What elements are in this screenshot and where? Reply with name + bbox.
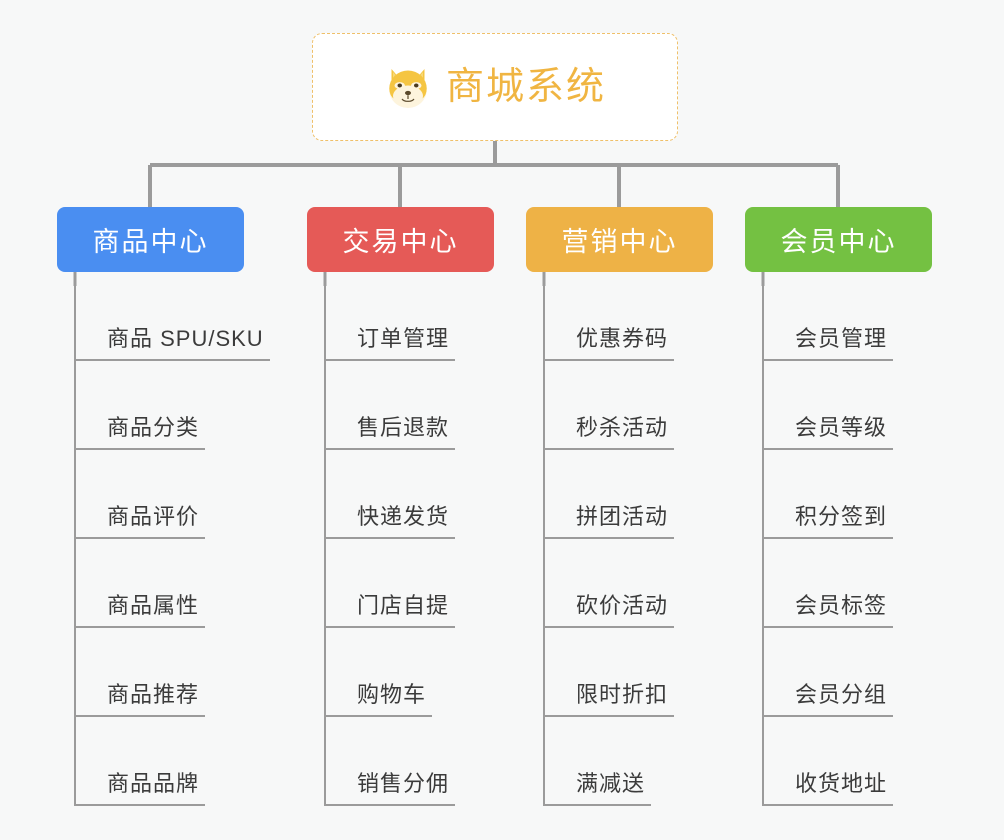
list-item[interactable]: 售后退款 (326, 361, 456, 450)
list-item[interactable]: 订单管理 (326, 272, 456, 361)
leaf-label: 商品评价 (76, 503, 206, 539)
leaf-label: 商品 SPU/SKU (76, 325, 270, 361)
leaf-label: 满减送 (545, 770, 652, 806)
list-item[interactable]: 限时折扣 (545, 628, 675, 717)
root-node[interactable]: 商城系统 (312, 33, 678, 141)
shiba-dog-icon (389, 69, 427, 108)
leaf-label: 拼团活动 (545, 503, 675, 539)
leaf-label: 积分签到 (764, 503, 894, 539)
leaf-label: 优惠券码 (545, 325, 675, 361)
leaf-list-marketing-center: 优惠券码 秒杀活动 拼团活动 砍价活动 限时折扣 满减送 (543, 272, 675, 806)
category-box-member-center[interactable]: 会员中心 (745, 207, 932, 272)
category-label: 商品中心 (92, 227, 209, 257)
leaf-list-product-center: 商品 SPU/SKU 商品分类 商品评价 商品属性 商品推荐 商品品牌 (74, 272, 270, 806)
category-label: 会员中心 (780, 227, 897, 257)
leaf-label: 销售分佣 (326, 770, 456, 806)
list-item[interactable]: 会员标签 (764, 539, 894, 628)
list-item[interactable]: 优惠券码 (545, 272, 675, 361)
leaf-label: 订单管理 (326, 325, 456, 361)
list-item[interactable]: 满减送 (545, 717, 674, 806)
list-item[interactable]: 会员管理 (764, 272, 894, 361)
leaf-list-trade-center: 订单管理 售后退款 快递发货 门店自提 购物车 销售分佣 (324, 272, 456, 806)
leaf-label: 商品分类 (76, 414, 206, 450)
list-item[interactable]: 商品品牌 (76, 717, 270, 806)
leaf-label: 快递发货 (326, 503, 456, 539)
leaf-label: 会员等级 (764, 414, 894, 450)
list-item[interactable]: 商品分类 (76, 361, 270, 450)
leaf-label: 商品推荐 (76, 681, 206, 717)
leaf-label: 会员管理 (764, 325, 894, 361)
list-item[interactable]: 商品评价 (76, 450, 270, 539)
category-box-trade-center[interactable]: 交易中心 (307, 207, 494, 272)
list-item[interactable]: 快递发货 (326, 450, 456, 539)
list-item[interactable]: 门店自提 (326, 539, 456, 628)
category-box-product-center[interactable]: 商品中心 (57, 207, 244, 272)
list-item[interactable]: 收货地址 (764, 717, 894, 806)
leaf-label: 会员标签 (764, 592, 894, 628)
leaf-label: 会员分组 (764, 681, 894, 717)
category-box-marketing-center[interactable]: 营销中心 (526, 207, 713, 272)
leaf-label: 限时折扣 (545, 681, 675, 717)
leaf-label: 售后退款 (326, 414, 456, 450)
list-item[interactable]: 拼团活动 (545, 450, 675, 539)
list-item[interactable]: 购物车 (326, 628, 455, 717)
root-title: 商城系统 (445, 66, 606, 108)
list-item[interactable]: 积分签到 (764, 450, 894, 539)
leaf-label: 购物车 (326, 681, 433, 717)
list-item[interactable]: 商品属性 (76, 539, 270, 628)
list-item[interactable]: 秒杀活动 (545, 361, 675, 450)
leaf-label: 秒杀活动 (545, 414, 675, 450)
list-item[interactable]: 砍价活动 (545, 539, 675, 628)
leaf-label: 商品品牌 (76, 770, 206, 806)
list-item[interactable]: 商品推荐 (76, 628, 270, 717)
leaf-label: 门店自提 (326, 592, 456, 628)
leaf-list-member-center: 会员管理 会员等级 积分签到 会员标签 会员分组 收货地址 (762, 272, 894, 806)
category-label: 交易中心 (342, 227, 459, 257)
leaf-label: 砍价活动 (545, 592, 675, 628)
list-item[interactable]: 销售分佣 (326, 717, 456, 806)
leaf-label: 商品属性 (76, 592, 206, 628)
leaf-label: 收货地址 (764, 770, 894, 806)
category-label: 营销中心 (561, 227, 678, 257)
list-item[interactable]: 会员等级 (764, 361, 894, 450)
list-item[interactable]: 商品 SPU/SKU (76, 272, 270, 361)
list-item[interactable]: 会员分组 (764, 628, 894, 717)
